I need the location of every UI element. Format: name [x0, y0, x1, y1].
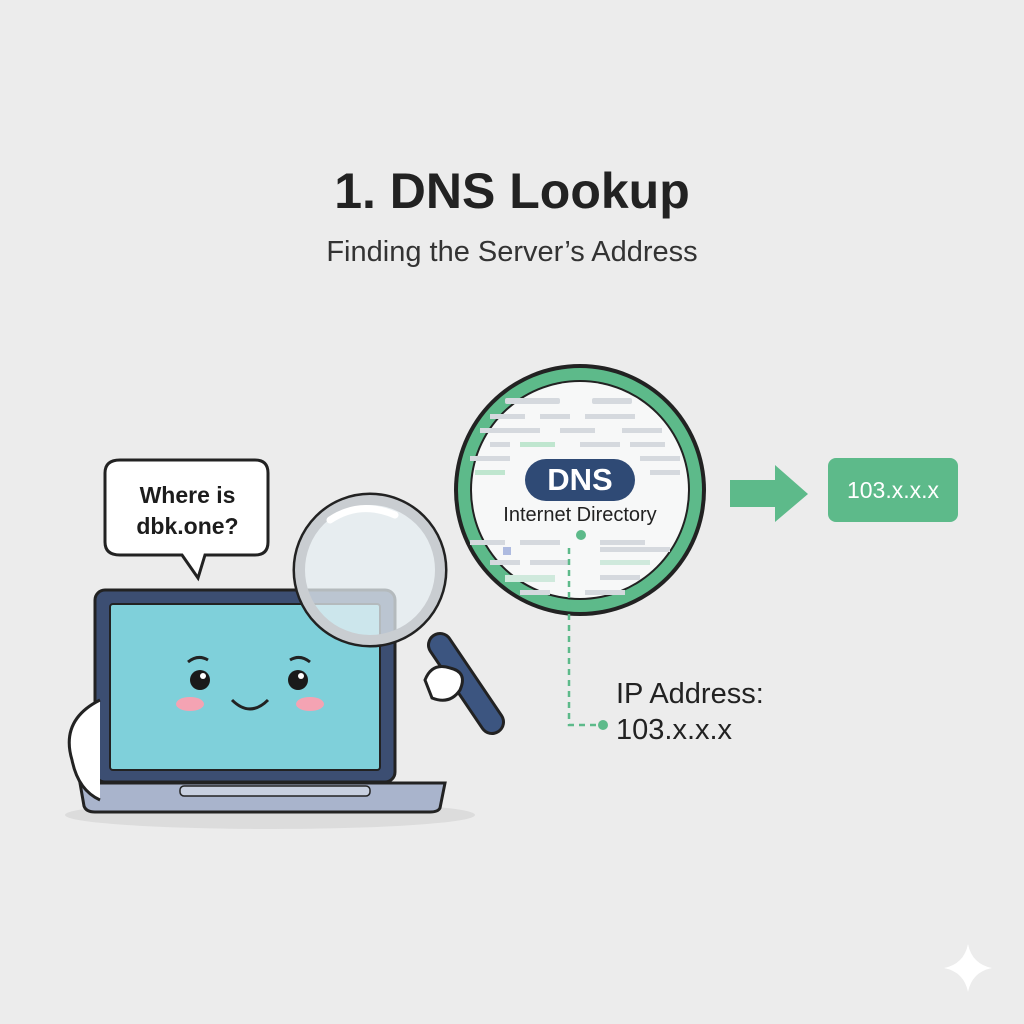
bubble-line-1: Where is — [139, 482, 236, 508]
speech-bubble — [103, 458, 270, 582]
connector-line — [567, 548, 598, 727]
eye-icon — [190, 670, 210, 690]
ip-label-title: IP Address: — [616, 678, 764, 710]
dns-caption: Internet Directory — [503, 504, 657, 526]
eye-icon — [288, 670, 308, 690]
connector-dot — [598, 720, 608, 730]
arrow-right-icon — [730, 465, 808, 522]
ip-label-value: 103.x.x.x — [616, 714, 733, 746]
magnifying-glass-icon — [292, 492, 505, 735]
dns-badge: DNS — [525, 459, 635, 501]
laptop-character — [67, 588, 447, 814]
bubble-line-2: dbk.one? — [136, 513, 239, 539]
page-subtitle: Finding the Server’s Address — [326, 236, 698, 268]
ip-address-label: IP Address: 103.x.x.x — [616, 676, 764, 748]
sparkle-icon — [944, 944, 992, 992]
ip-result-box: 103.x.x.x — [828, 458, 958, 522]
speech-bubble-text: Where is dbk.one? — [105, 480, 270, 542]
page-title: 1. DNS Lookup — [334, 163, 690, 219]
